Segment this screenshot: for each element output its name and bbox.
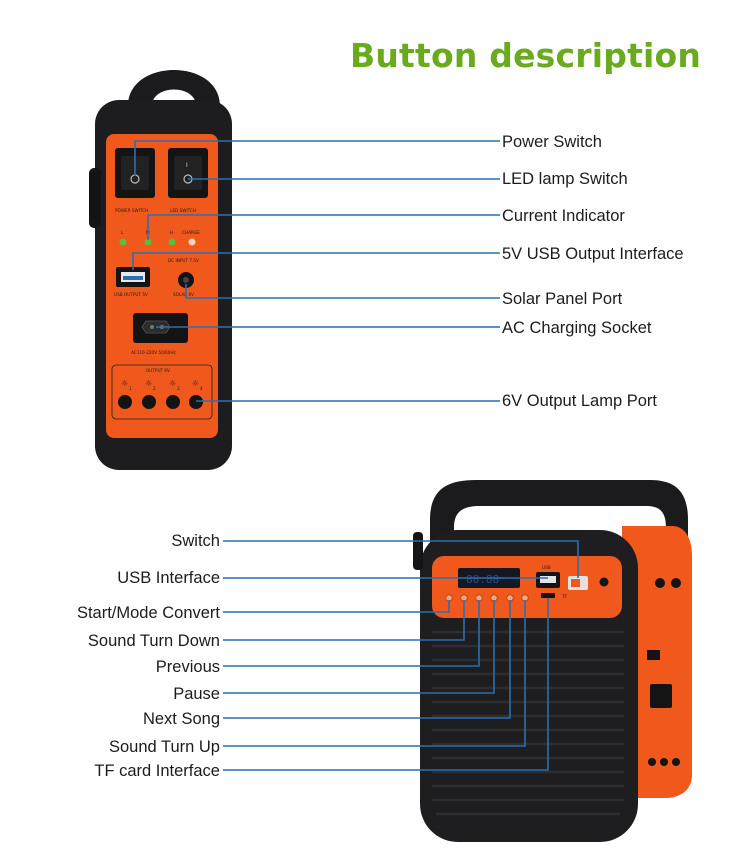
indicator-m: [144, 238, 152, 246]
bottom-handle: [430, 480, 688, 570]
solar-label: SOLAR 6V: [173, 292, 194, 297]
switch-on-mark: I: [186, 162, 188, 169]
port-number-3: 3: [177, 386, 180, 391]
tf-slot: [541, 593, 555, 598]
bottom-device: 88:88 USB TF: [413, 480, 692, 842]
page-title: Button description: [350, 36, 702, 75]
top-device: I POWER SWITCH LED SWITCH L M H CHARGE U…: [89, 70, 232, 470]
callout-sound-down: Sound Turn Down: [87, 632, 220, 650]
usb-output-label: USB OUTPUT 5V: [114, 292, 148, 297]
bottom-callout-lines: [223, 540, 579, 771]
callout-previous: Previous: [155, 658, 220, 676]
lamp-port-4: [189, 395, 203, 409]
lamp-port-icons: ☼ ☼ ☼ ☼ 1 2 3 4: [121, 379, 203, 391]
display-digits: 88:88: [466, 573, 499, 586]
callout-next-song: Next Song: [142, 710, 220, 728]
led-l-label: L: [121, 230, 124, 235]
svg-text:☼: ☼: [121, 379, 128, 388]
callout-switch: Switch: [171, 532, 220, 550]
ac-input-label: AC110-220V 50/60Hz: [131, 350, 177, 355]
side-knob: [89, 168, 101, 228]
power-switch-label: POWER SWITCH: [115, 208, 148, 213]
callout-tf-card: TF card Interface: [94, 762, 220, 780]
svg-text:☼: ☼: [169, 379, 176, 388]
callout-solar-port: Solar Panel Port: [502, 290, 623, 308]
output-label: OUTPUT 6V: [146, 368, 170, 373]
callout-usb-interface: USB Interface: [117, 569, 220, 587]
indicator-h: [168, 238, 176, 246]
svg-text:☼: ☼: [145, 379, 152, 388]
led-charge-label: CHARGE: [182, 230, 200, 235]
usb-text: USB: [542, 565, 551, 570]
callout-start-mode: Start/Mode Convert: [76, 604, 220, 622]
media-buttons: [445, 594, 529, 602]
callout-current-indicator: Current Indicator: [502, 207, 625, 225]
led-switch-label: LED SWITCH: [170, 208, 196, 213]
lamp-port-1: [118, 395, 132, 409]
callout-pause: Pause: [173, 685, 220, 703]
callout-power-switch: Power Switch: [502, 133, 602, 151]
led-h-label: H: [170, 230, 173, 235]
lamp-port-2: [142, 395, 156, 409]
orange-panel: [106, 134, 218, 438]
port-number-1: 1: [129, 386, 132, 391]
callout-led-lamp-switch: LED lamp Switch: [502, 170, 628, 188]
callout-sound-up: Sound Turn Up: [109, 738, 220, 756]
side-orange-panel: [622, 526, 692, 798]
callout-ac-socket: AC Charging Socket: [502, 319, 652, 337]
top-callout-lines: [132, 140, 500, 402]
lamp-port-3: [166, 395, 180, 409]
callout-usb-output: 5V USB Output Interface: [502, 245, 684, 263]
tf-text: TF: [561, 594, 568, 599]
callout-lamp-port: 6V Output Lamp Port: [502, 392, 658, 410]
dc-input-label: DC INPUT 7.5V: [168, 258, 199, 263]
speaker-grille: [432, 630, 624, 816]
indicator-l: [119, 238, 127, 246]
port-number-2: 2: [153, 386, 156, 391]
indicator-charge: [188, 238, 196, 246]
side-ac-socket: [650, 684, 672, 708]
carry-handle: [128, 70, 220, 106]
port-number-4: 4: [200, 386, 203, 391]
svg-text:☼: ☼: [192, 379, 199, 388]
